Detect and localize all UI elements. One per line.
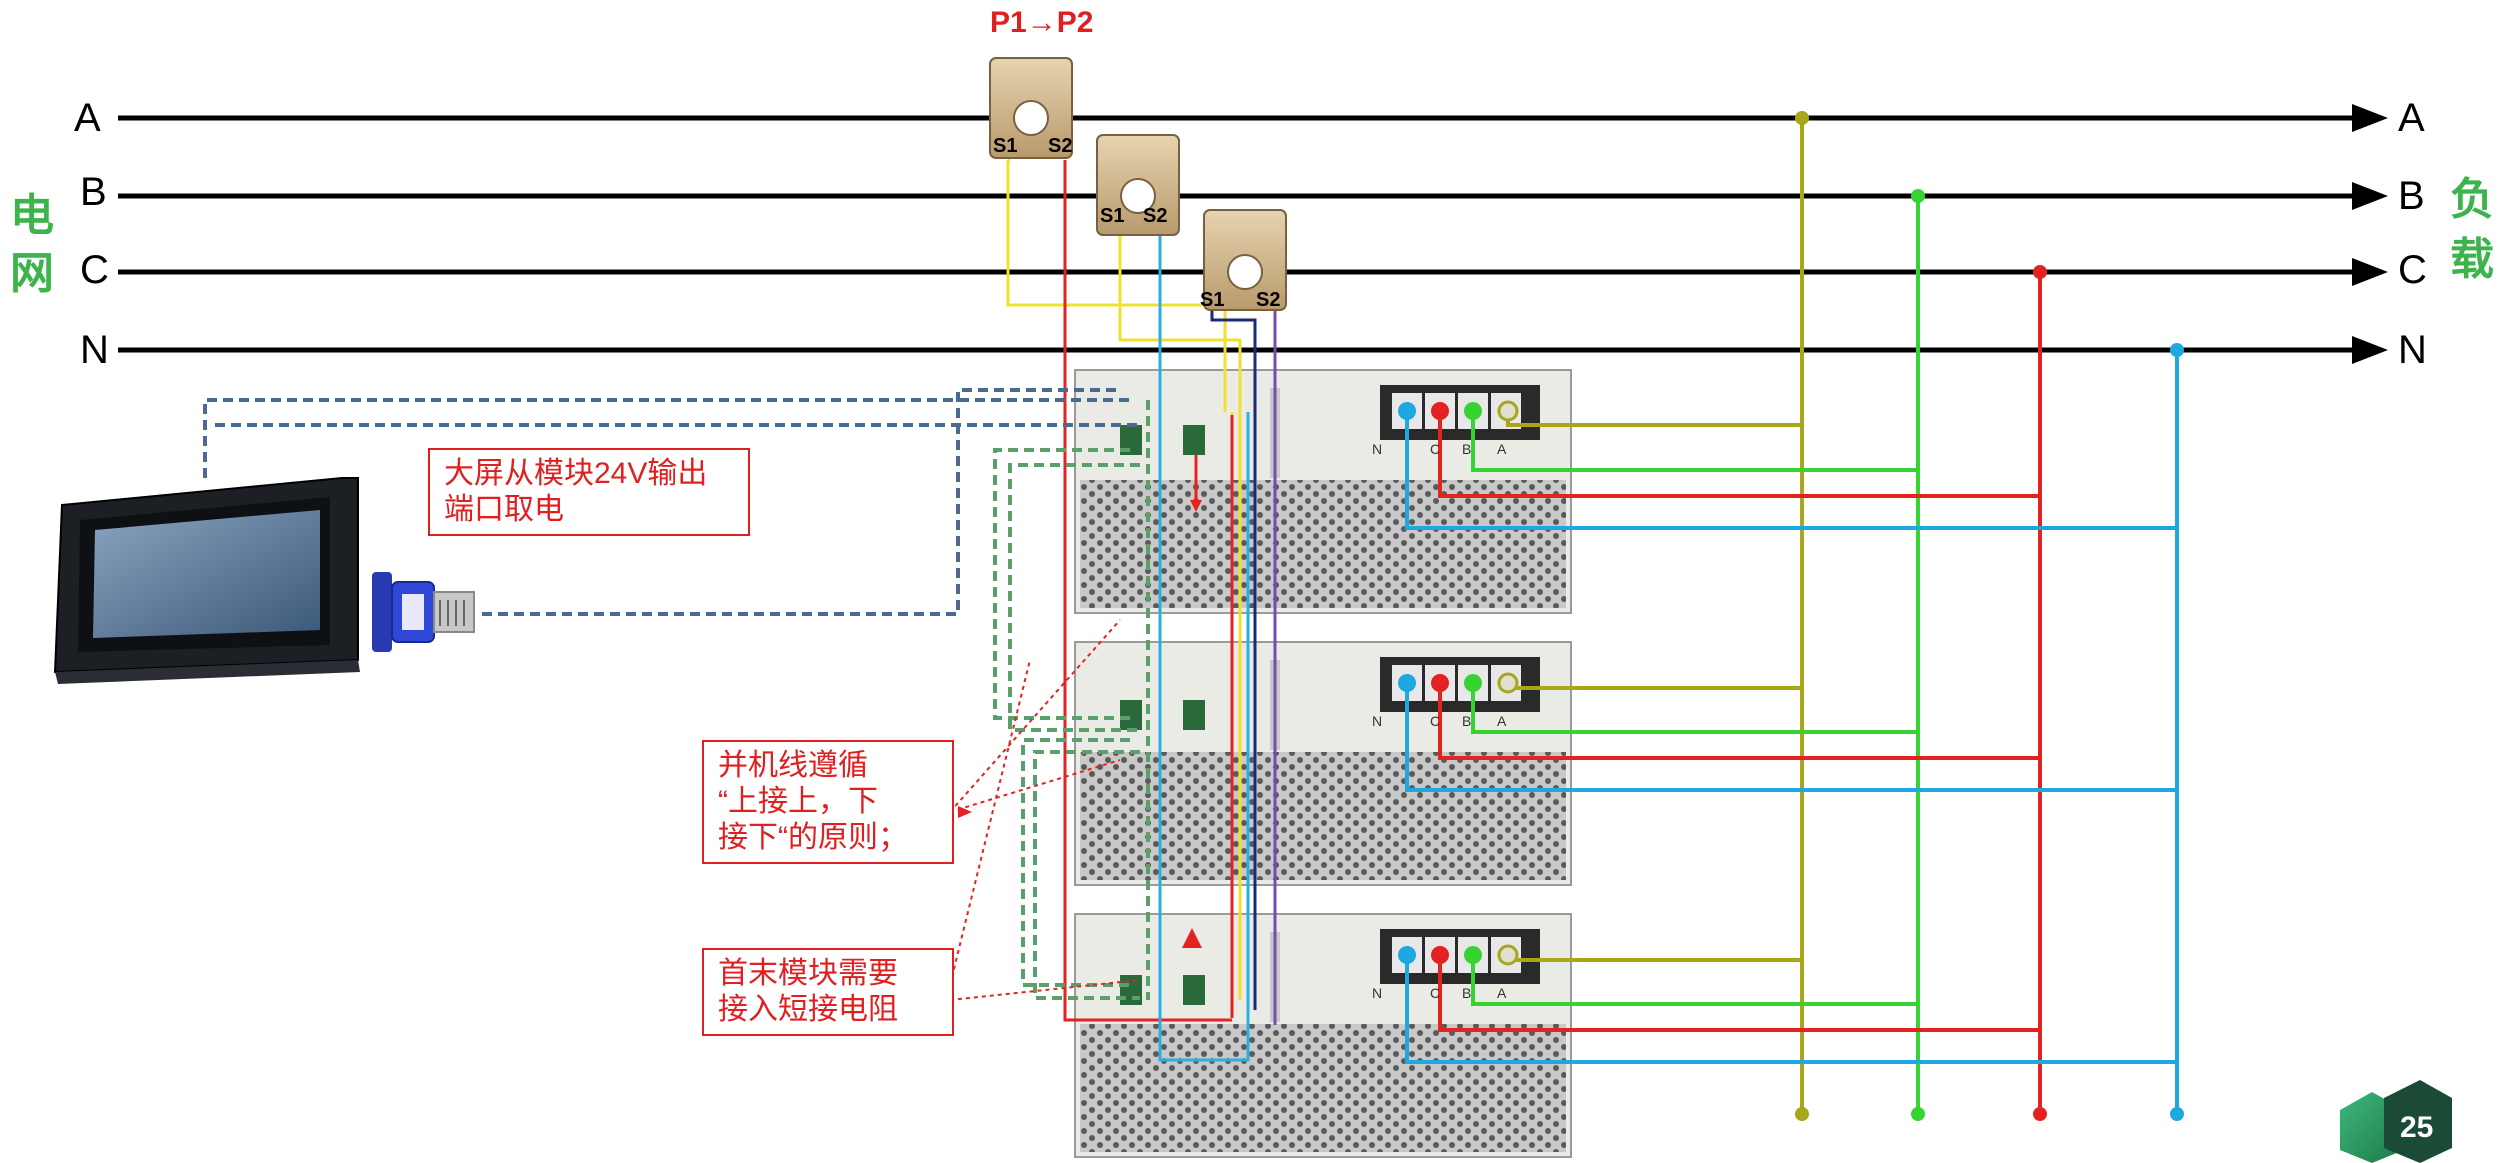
internal-arrow <box>1190 455 1202 512</box>
ct-wire-a-return <box>1063 160 1234 1022</box>
ct-c <box>1203 209 1287 311</box>
load-label-1: 负 <box>2450 175 2494 224</box>
wire-phase-c <box>1438 272 2042 1112</box>
bus-c-right-label: C <box>2398 248 2427 292</box>
m2-terminal-c: C <box>1430 713 1441 729</box>
bus-a <box>118 104 2388 132</box>
wire-phase-b <box>1471 196 1920 1112</box>
ct-wire-b <box>1118 228 1242 1000</box>
m2-terminal-a: A <box>1497 713 1507 729</box>
bus-a-left-label: A <box>74 96 101 140</box>
m3-terminal-n: N <box>1372 985 1383 1001</box>
note-parallel-rule: 并机线遵循 “上接上，下 接下“的原则； <box>702 740 954 864</box>
bus-b-left-label: B <box>80 170 107 214</box>
grid-label-2: 网 <box>10 249 54 298</box>
bus-a-right-label: A <box>2398 96 2425 140</box>
m1-terminal-n: N <box>1372 441 1383 457</box>
m1-terminal-a: A <box>1497 441 1507 457</box>
ct-a-s1-label: S1 <box>993 135 1018 157</box>
ct-direction-label: P1→P2 <box>990 6 1094 39</box>
m1-terminal-b: B <box>1462 441 1472 457</box>
grid-label-1: 电 <box>10 191 54 240</box>
m1-terminal-c: C <box>1430 441 1441 457</box>
ct-wiring <box>1006 158 1277 1062</box>
bus-b-right-label: B <box>2398 174 2425 218</box>
ct-b <box>1096 134 1180 236</box>
ct-c-s2-label: S2 <box>1256 289 1281 311</box>
ct-c-s1-label: S1 <box>1200 289 1225 311</box>
page-number: 25 <box>2400 1111 2434 1144</box>
ct-a-s2-label: S2 <box>1048 135 1073 157</box>
m2-terminal-n: N <box>1372 713 1383 729</box>
parallel-wiring <box>993 400 1150 1000</box>
hmi-screen <box>53 477 360 684</box>
bus-n-left-label: N <box>80 328 109 372</box>
note-terminator: 首末模块需要 接入短接电阻 <box>702 948 954 1036</box>
bus-b <box>118 182 2388 210</box>
page-logo-icon <box>2340 1080 2452 1163</box>
ct-wire-c <box>1210 305 1257 1010</box>
bus-c-left-label: C <box>80 248 109 292</box>
callout-arrow-icon <box>958 806 972 818</box>
bus-n <box>118 336 2388 364</box>
ct-b-s1-label: S1 <box>1100 205 1125 227</box>
current-transformers <box>989 57 1287 311</box>
m3-terminal-c: C <box>1430 985 1441 1001</box>
m3-terminal-b: B <box>1462 985 1472 1001</box>
phase-wiring <box>1405 118 2179 1112</box>
wire-phase-n <box>1405 350 2179 1112</box>
m3-terminal-a: A <box>1497 985 1507 1001</box>
bus-n-right-label: N <box>2398 328 2427 372</box>
ct-b-s2-label: S2 <box>1143 205 1168 227</box>
db9-connector-icon <box>372 572 475 652</box>
comm-wiring <box>203 388 1140 616</box>
callout-leaders <box>949 619 1141 1001</box>
note-hmi-power: 大屏从模块24V输出 端口取电 <box>428 448 750 536</box>
load-label-2: 载 <box>2450 235 2494 284</box>
m2-terminal-b: B <box>1462 713 1472 729</box>
terminator-resistor-icon <box>1182 928 1202 948</box>
terminal-caps <box>1398 400 1519 966</box>
junction-dots <box>1795 111 2184 1121</box>
ct-wire-b-return <box>1158 228 1250 1062</box>
ct-a <box>989 57 1073 159</box>
